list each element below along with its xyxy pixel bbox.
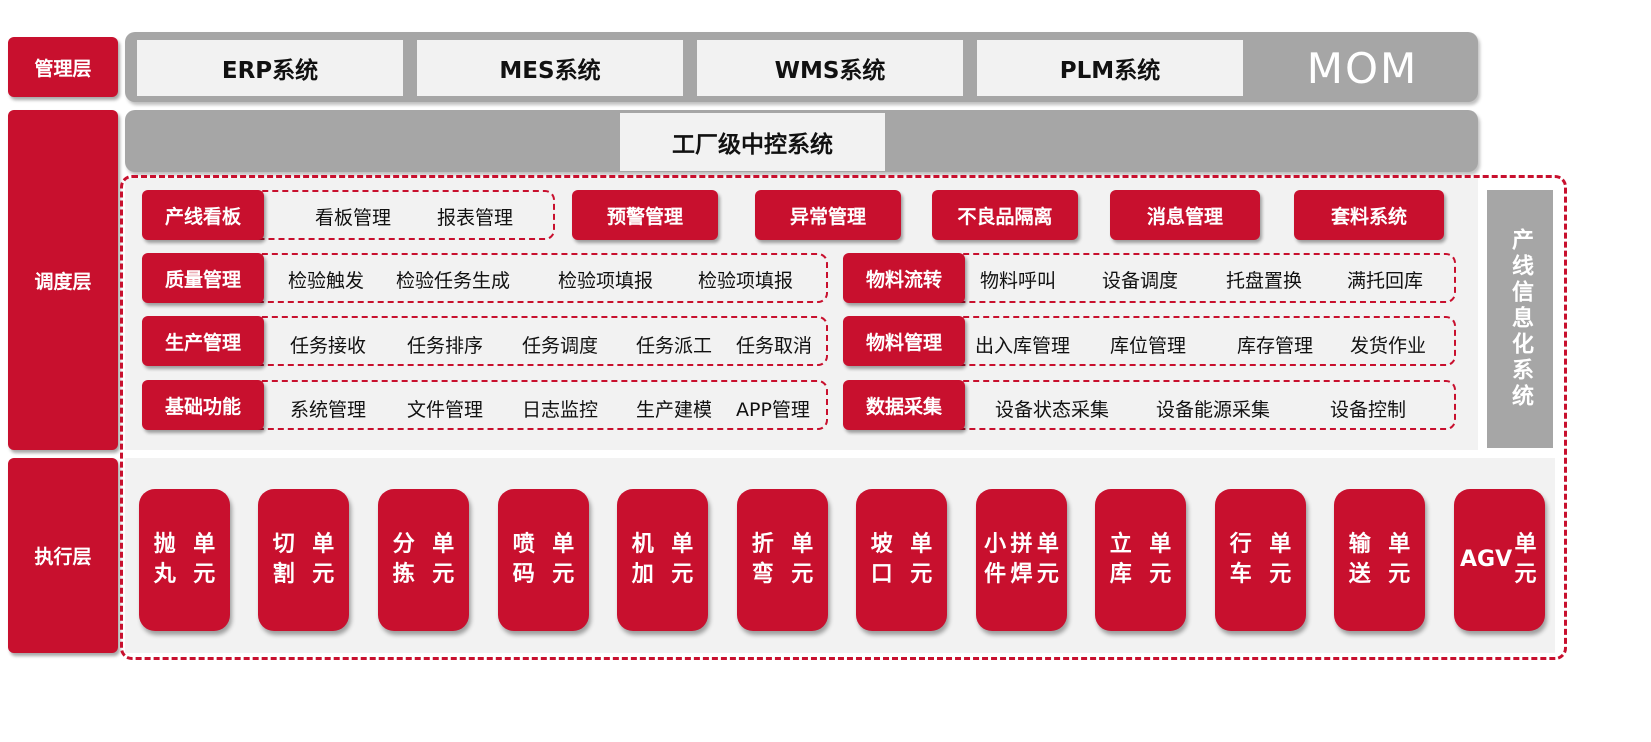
- item-basic-2: 文件管理: [407, 398, 484, 421]
- item-production-3: 任务调度: [522, 334, 599, 357]
- item-material-flow-2: 设备调度: [1102, 269, 1179, 292]
- item-quality-2: 检验任务生成: [396, 269, 511, 292]
- tag-material-mgmt: 物料管理: [843, 316, 965, 366]
- production-line-info-system-label: 产线信息化系统: [1487, 190, 1553, 448]
- item-production-5: 任务取消: [736, 334, 813, 357]
- mes-system-box: MES系统: [417, 40, 683, 96]
- unit-sorting: 分拣单元: [378, 489, 469, 631]
- item-material-flow-1: 物料呼叫: [980, 269, 1057, 292]
- item-basic-3: 日志监控: [522, 398, 599, 421]
- unit-marking: 喷码单元: [498, 489, 589, 631]
- item-data-collection-3: 设备控制: [1330, 398, 1407, 421]
- item-production-2: 任务排序: [407, 334, 484, 357]
- unit-crane: 行车单元: [1215, 489, 1306, 631]
- item-quality-4: 检验项填报: [698, 269, 794, 292]
- btn-defect-isolation: 不良品隔离: [932, 190, 1078, 240]
- item-basic-1: 系统管理: [290, 398, 367, 421]
- item-production-4: 任务派工: [636, 334, 713, 357]
- btn-nesting-system: 套料系统: [1294, 190, 1444, 240]
- unit-beveling: 坡口单元: [856, 489, 947, 631]
- item-material-mgmt-1: 出入库管理: [975, 334, 1071, 357]
- unit-warehouse: 立库单元: [1095, 489, 1186, 631]
- unit-conveyor: 输送单元: [1334, 489, 1425, 631]
- item-report-mgmt: 报表管理: [437, 206, 514, 229]
- unit-machining: 机加单元: [617, 489, 708, 631]
- tag-quality: 质量管理: [142, 253, 264, 303]
- item-quality-1: 检验触发: [288, 269, 365, 292]
- production-line-frame: [120, 175, 1567, 660]
- item-basic-5: APP管理: [736, 398, 810, 421]
- unit-shot-blasting: 抛丸单元: [139, 489, 230, 631]
- unit-bending: 折弯单元: [737, 489, 828, 631]
- item-data-collection-1: 设备状态采集: [995, 398, 1110, 421]
- wms-system-box: WMS系统: [697, 40, 963, 96]
- item-material-mgmt-3: 库存管理: [1237, 334, 1314, 357]
- item-material-mgmt-2: 库位管理: [1110, 334, 1187, 357]
- factory-control-box: 工厂级中控系统: [620, 113, 885, 171]
- execution-panel: [125, 458, 1555, 653]
- btn-exception-mgmt: 异常管理: [755, 190, 901, 240]
- erp-system-box: ERP系统: [137, 40, 403, 96]
- mom-label: MOM: [1306, 43, 1419, 93]
- item-basic-4: 生产建模: [636, 398, 713, 421]
- item-kanban-mgmt: 看板管理: [315, 206, 392, 229]
- unit-cutting: 切割单元: [258, 489, 349, 631]
- btn-message-mgmt: 消息管理: [1110, 190, 1260, 240]
- tag-kanban: 产线看板: [142, 190, 264, 240]
- item-material-mgmt-4: 发货作业: [1350, 334, 1427, 357]
- tag-production: 生产管理: [142, 316, 264, 366]
- layer-label-management: 管理层: [8, 37, 118, 97]
- item-material-flow-3: 托盘置换: [1226, 269, 1303, 292]
- tag-basic: 基础功能: [142, 380, 264, 430]
- item-production-1: 任务接收: [290, 334, 367, 357]
- layer-label-scheduling: 调度层: [8, 110, 118, 450]
- unit-small-part-welding: 小件拼焊单元: [976, 489, 1067, 631]
- item-data-collection-2: 设备能源采集: [1156, 398, 1271, 421]
- layer-label-execution: 执行层: [8, 458, 118, 653]
- plm-system-box: PLM系统: [977, 40, 1243, 96]
- tag-data-collection: 数据采集: [843, 380, 965, 430]
- tag-material-flow: 物料流转: [843, 253, 965, 303]
- item-quality-3: 检验项填报: [558, 269, 654, 292]
- btn-warning-mgmt: 预警管理: [572, 190, 718, 240]
- item-material-flow-4: 满托回库: [1347, 269, 1424, 292]
